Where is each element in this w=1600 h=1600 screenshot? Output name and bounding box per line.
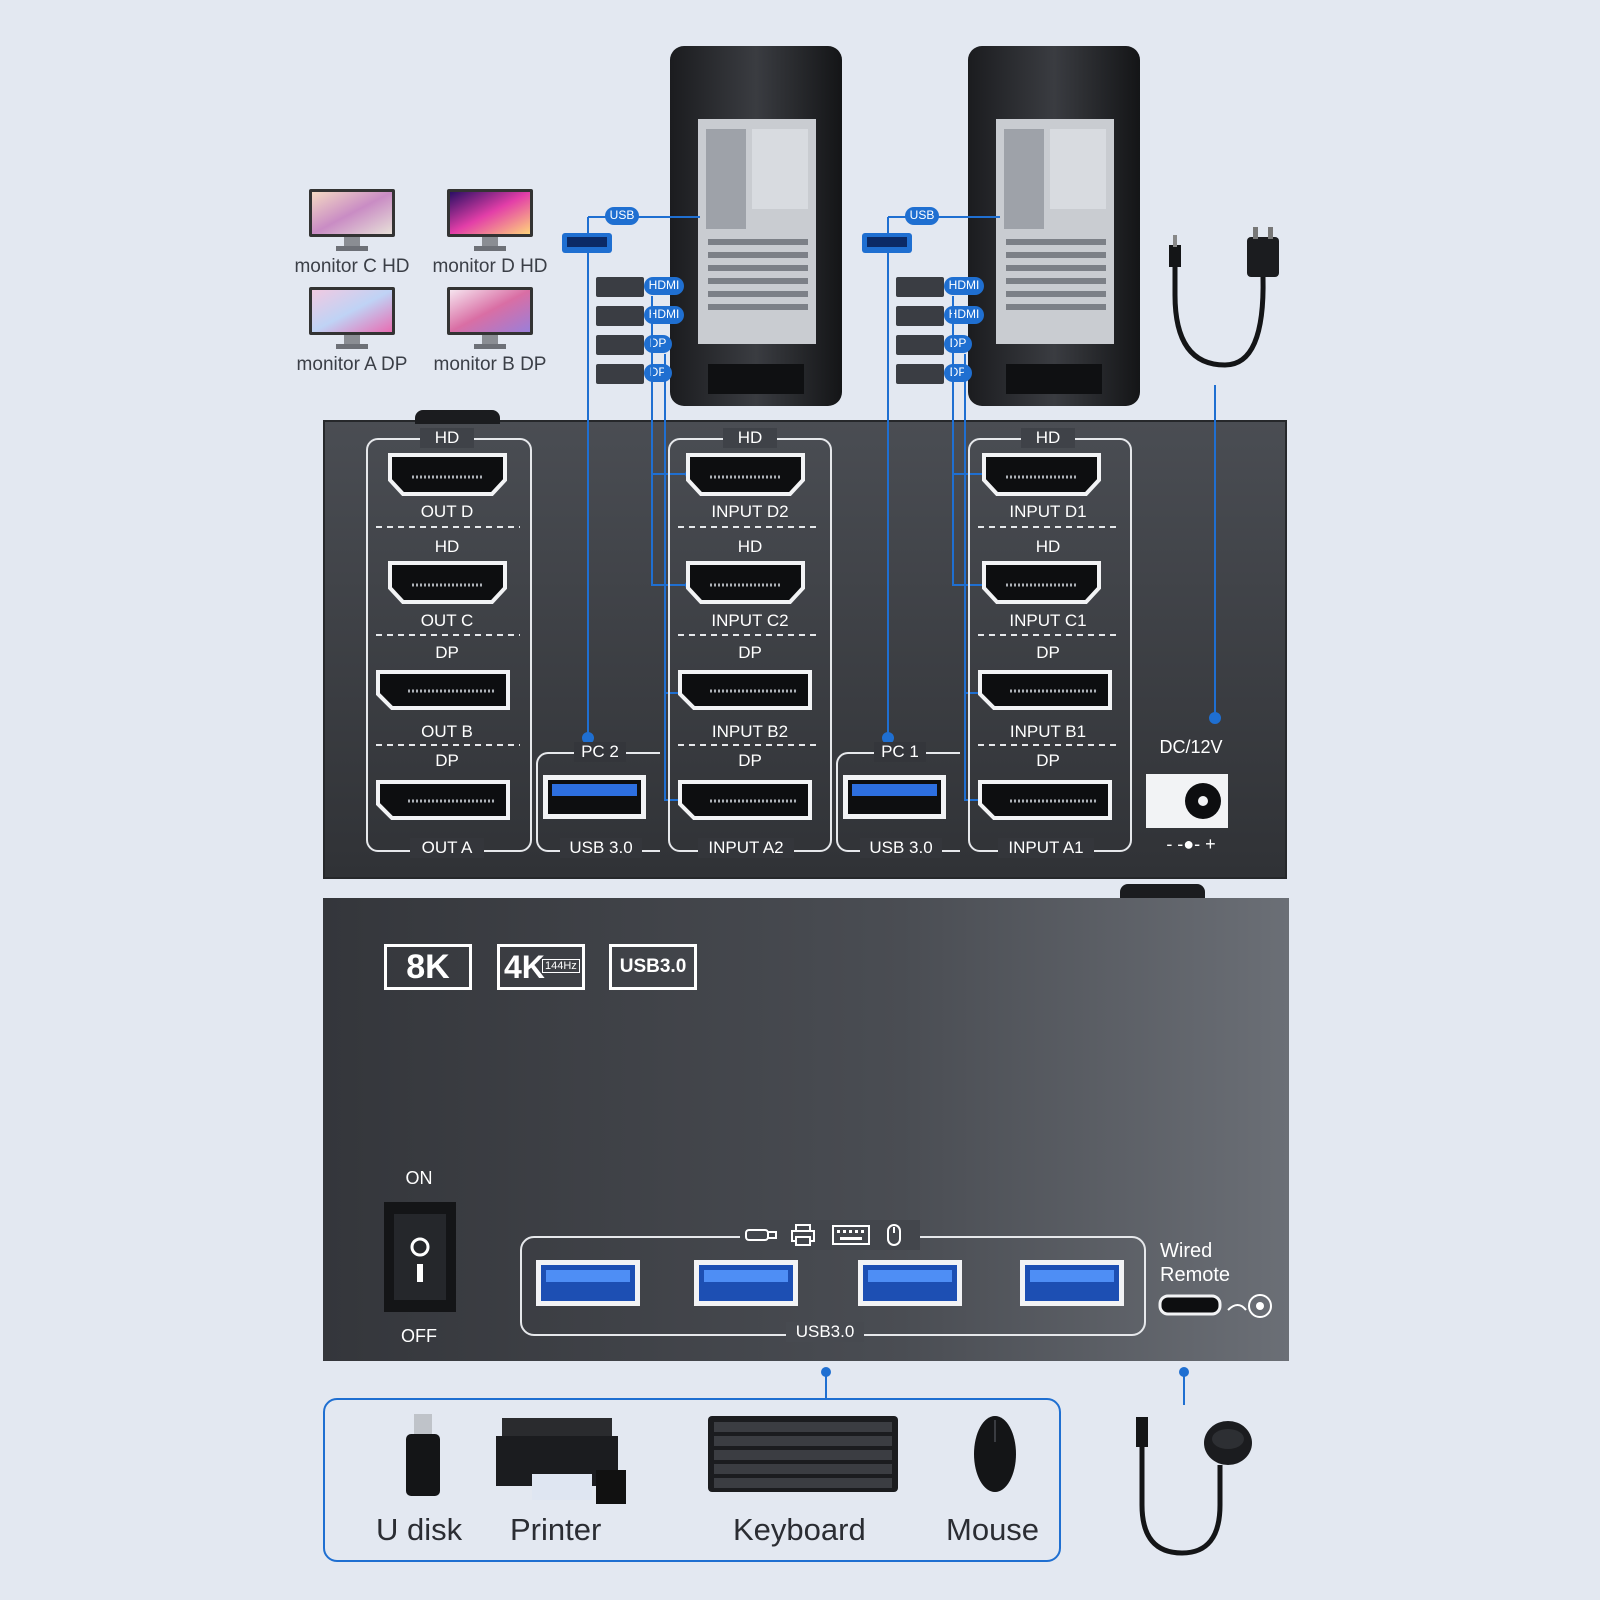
pc1-cable-diagram [862,207,1000,384]
pc2-hdmi-tag-1: HDMI [648,278,680,292]
panel-foot-top [415,410,500,424]
pc1-hdmi-tag-1: HDMI [948,278,980,292]
pc2-usb-tag: USB [609,208,635,222]
monitor-a-icon [309,287,395,349]
out-b-label: OUT B [421,722,473,741]
badge-8k: 8K [384,944,472,990]
out-d-type: HD [420,428,474,448]
pc2-dp-tag-2: DP [649,365,667,379]
wired-remote-label-2: Remote [1160,1264,1231,1286]
input-d1-label: INPUT D1 [1009,502,1087,521]
monitor-d-label: monitor D HD [432,256,548,277]
badge-4k: 4K 144Hz [497,944,585,990]
out-a-label: OUT A [410,838,484,858]
monitor-a-label: monitor A DP [296,354,408,375]
badge-144hz-text: 144Hz [542,959,580,973]
monitor-d-icon [447,189,533,251]
pc2-title: PC 2 [574,742,626,762]
input-c2-label: INPUT C2 [711,611,789,630]
front-device-icons [740,1220,920,1250]
pc1-usb-tag: USB [909,208,935,222]
pc1-tower-icon [968,46,1140,406]
printer-icon [791,1224,815,1246]
input-b1-type: DP [1036,643,1060,662]
pc2-cable-diagram [562,207,700,384]
input-a1-type: DP [1036,751,1060,770]
badge-usb3: USB3.0 [609,944,697,990]
peripherals-box [323,1398,1061,1562]
input-d1-type: HD [1021,428,1075,448]
monitor-c-label: monitor C HD [294,256,410,277]
pc2-dp-tag-1: DP [649,336,667,350]
monitor-legend: monitor C HD monitor D HD monitor A DP m… [294,188,570,388]
pc2-usb-label: USB 3.0 [560,838,642,858]
printer-device-icon [496,1418,626,1504]
pc2-hdmi-tag-2: HDMI [648,307,680,321]
mouse-device-icon [974,1416,1016,1492]
out-b-type: DP [435,643,459,662]
kvm-front-panel [323,898,1289,1361]
monitor-b-icon [447,287,533,349]
input-b2-type: DP [738,643,762,662]
monitor-b-label: monitor B DP [433,354,547,375]
peripheral-label-mouse: Mouse [946,1512,1040,1547]
out-c-label: OUT C [420,611,474,630]
power-adapter-icon [1169,227,1279,368]
input-d2-type: HD [723,428,777,448]
pc1-title: PC 1 [874,742,926,762]
pc2-tower-icon [670,46,842,406]
keyboard-device-icon [708,1416,898,1492]
input-c1-type: HD [1035,537,1061,556]
pc1-hdmi-tag-2: HDMI [948,307,980,321]
usb-stick-icon [745,1229,777,1241]
usb-hub-label: USB3.0 [786,1322,864,1342]
monitor-c-icon [309,189,395,251]
pc2-cable-tags: USB HDMI HDMI DP DP [560,205,700,395]
switch-on-label: ON [405,1168,433,1188]
out-a-type: DP [435,751,459,770]
power-switch[interactable] [384,1202,456,1312]
mouse-icon [887,1224,901,1246]
keyboard-icon [832,1225,870,1245]
usb-disk-icon [406,1414,440,1496]
polarity-symbol: - -●- + [1166,834,1216,854]
pc1-cable-tags: USB HDMI HDMI DP DP [860,205,1000,395]
wired-remote-icon [1136,1417,1252,1556]
input-a2-label: INPUT A2 [698,838,794,858]
input-b2-label: INPUT B2 [711,722,789,741]
switch-off-label: OFF [401,1326,437,1346]
dc-power-label: DC/12V [1159,737,1223,757]
input-d2-label: INPUT D2 [711,502,789,521]
input-a1-label: INPUT A1 [998,838,1094,858]
input-b1-label: INPUT B1 [1009,722,1087,741]
input-c1-label: INPUT C1 [1009,611,1087,630]
out-d-label: OUT D [420,502,474,521]
pc1-usb-label: USB 3.0 [860,838,942,858]
input-c2-type: HD [737,537,763,556]
peripheral-label-printer: Printer [510,1512,602,1547]
front-panel-foot [1120,884,1205,900]
badge-4k-text: 4K [504,949,545,985]
peripheral-label-udisk: U disk [376,1512,463,1547]
wired-remote-label-1: Wired [1160,1240,1213,1262]
out-c-type: HD [434,537,460,556]
input-a2-type: DP [738,751,762,770]
peripheral-label-keyboard: Keyboard [733,1512,866,1547]
